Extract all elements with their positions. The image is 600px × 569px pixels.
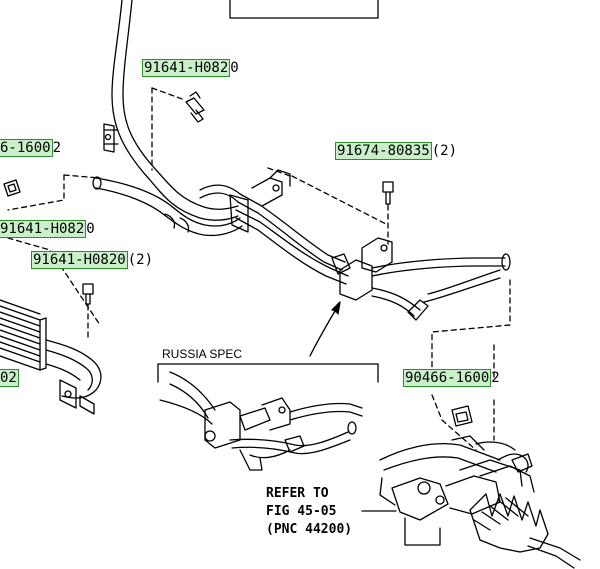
hose-clamp (103, 123, 115, 153)
leader-p2 (7, 174, 65, 211)
part-label-91674: 91674-80835(2) (335, 142, 458, 160)
part-number-suffix: (2) (127, 252, 154, 268)
bolt-top (185, 91, 205, 123)
pipe-bracket (361, 237, 393, 273)
leader-p3 (291, 175, 387, 225)
part-number-box[interactable]: 91641-H0820 (31, 251, 128, 269)
part-number-suffix: 2 (491, 370, 500, 386)
pressure-pipe (199, 184, 346, 263)
return-hose (95, 177, 241, 227)
refer-line-2: FIG 45-05 (266, 504, 337, 519)
refer-line-1: REFER TO (266, 486, 329, 501)
part-number-box[interactable]: 91674-80835 (335, 142, 432, 160)
grommet-right (451, 405, 473, 427)
part-number-suffix: 2 (52, 140, 62, 156)
russia-spec-frame (157, 363, 379, 383)
grommet-left (3, 179, 21, 197)
part-number-box[interactable]: 91641-H082 (0, 220, 87, 238)
part-number-suffix: (2) (431, 143, 458, 159)
part-label-91641-mid: 91641-H0820(2) (31, 251, 154, 269)
part-number-box[interactable]: 90466-1600 (403, 369, 492, 387)
leader-p7 (431, 279, 511, 383)
bolt-mid (382, 181, 394, 205)
refer-line-3: (PNC 44200) (266, 522, 353, 537)
part-label-02: 02 (0, 369, 19, 387)
oil-cooler (0, 299, 102, 415)
russia-spec-assembly (159, 371, 363, 471)
steering-rack (379, 435, 581, 569)
pointer-arrow (309, 305, 339, 357)
part-number-box[interactable]: 02 (0, 369, 19, 387)
part-number-box[interactable]: 6-1600 (0, 139, 53, 157)
bolt-left (82, 283, 94, 305)
supply-hose (111, 0, 239, 221)
russia-spec-caption: RUSSIA SPEC (162, 347, 243, 361)
part-number-box[interactable]: 91641-H082 (142, 59, 231, 77)
top-frame (229, 0, 379, 19)
part-number-suffix: 0 (86, 221, 95, 237)
rack-pipe (371, 257, 506, 269)
part-number-suffix: 0 (230, 60, 239, 76)
